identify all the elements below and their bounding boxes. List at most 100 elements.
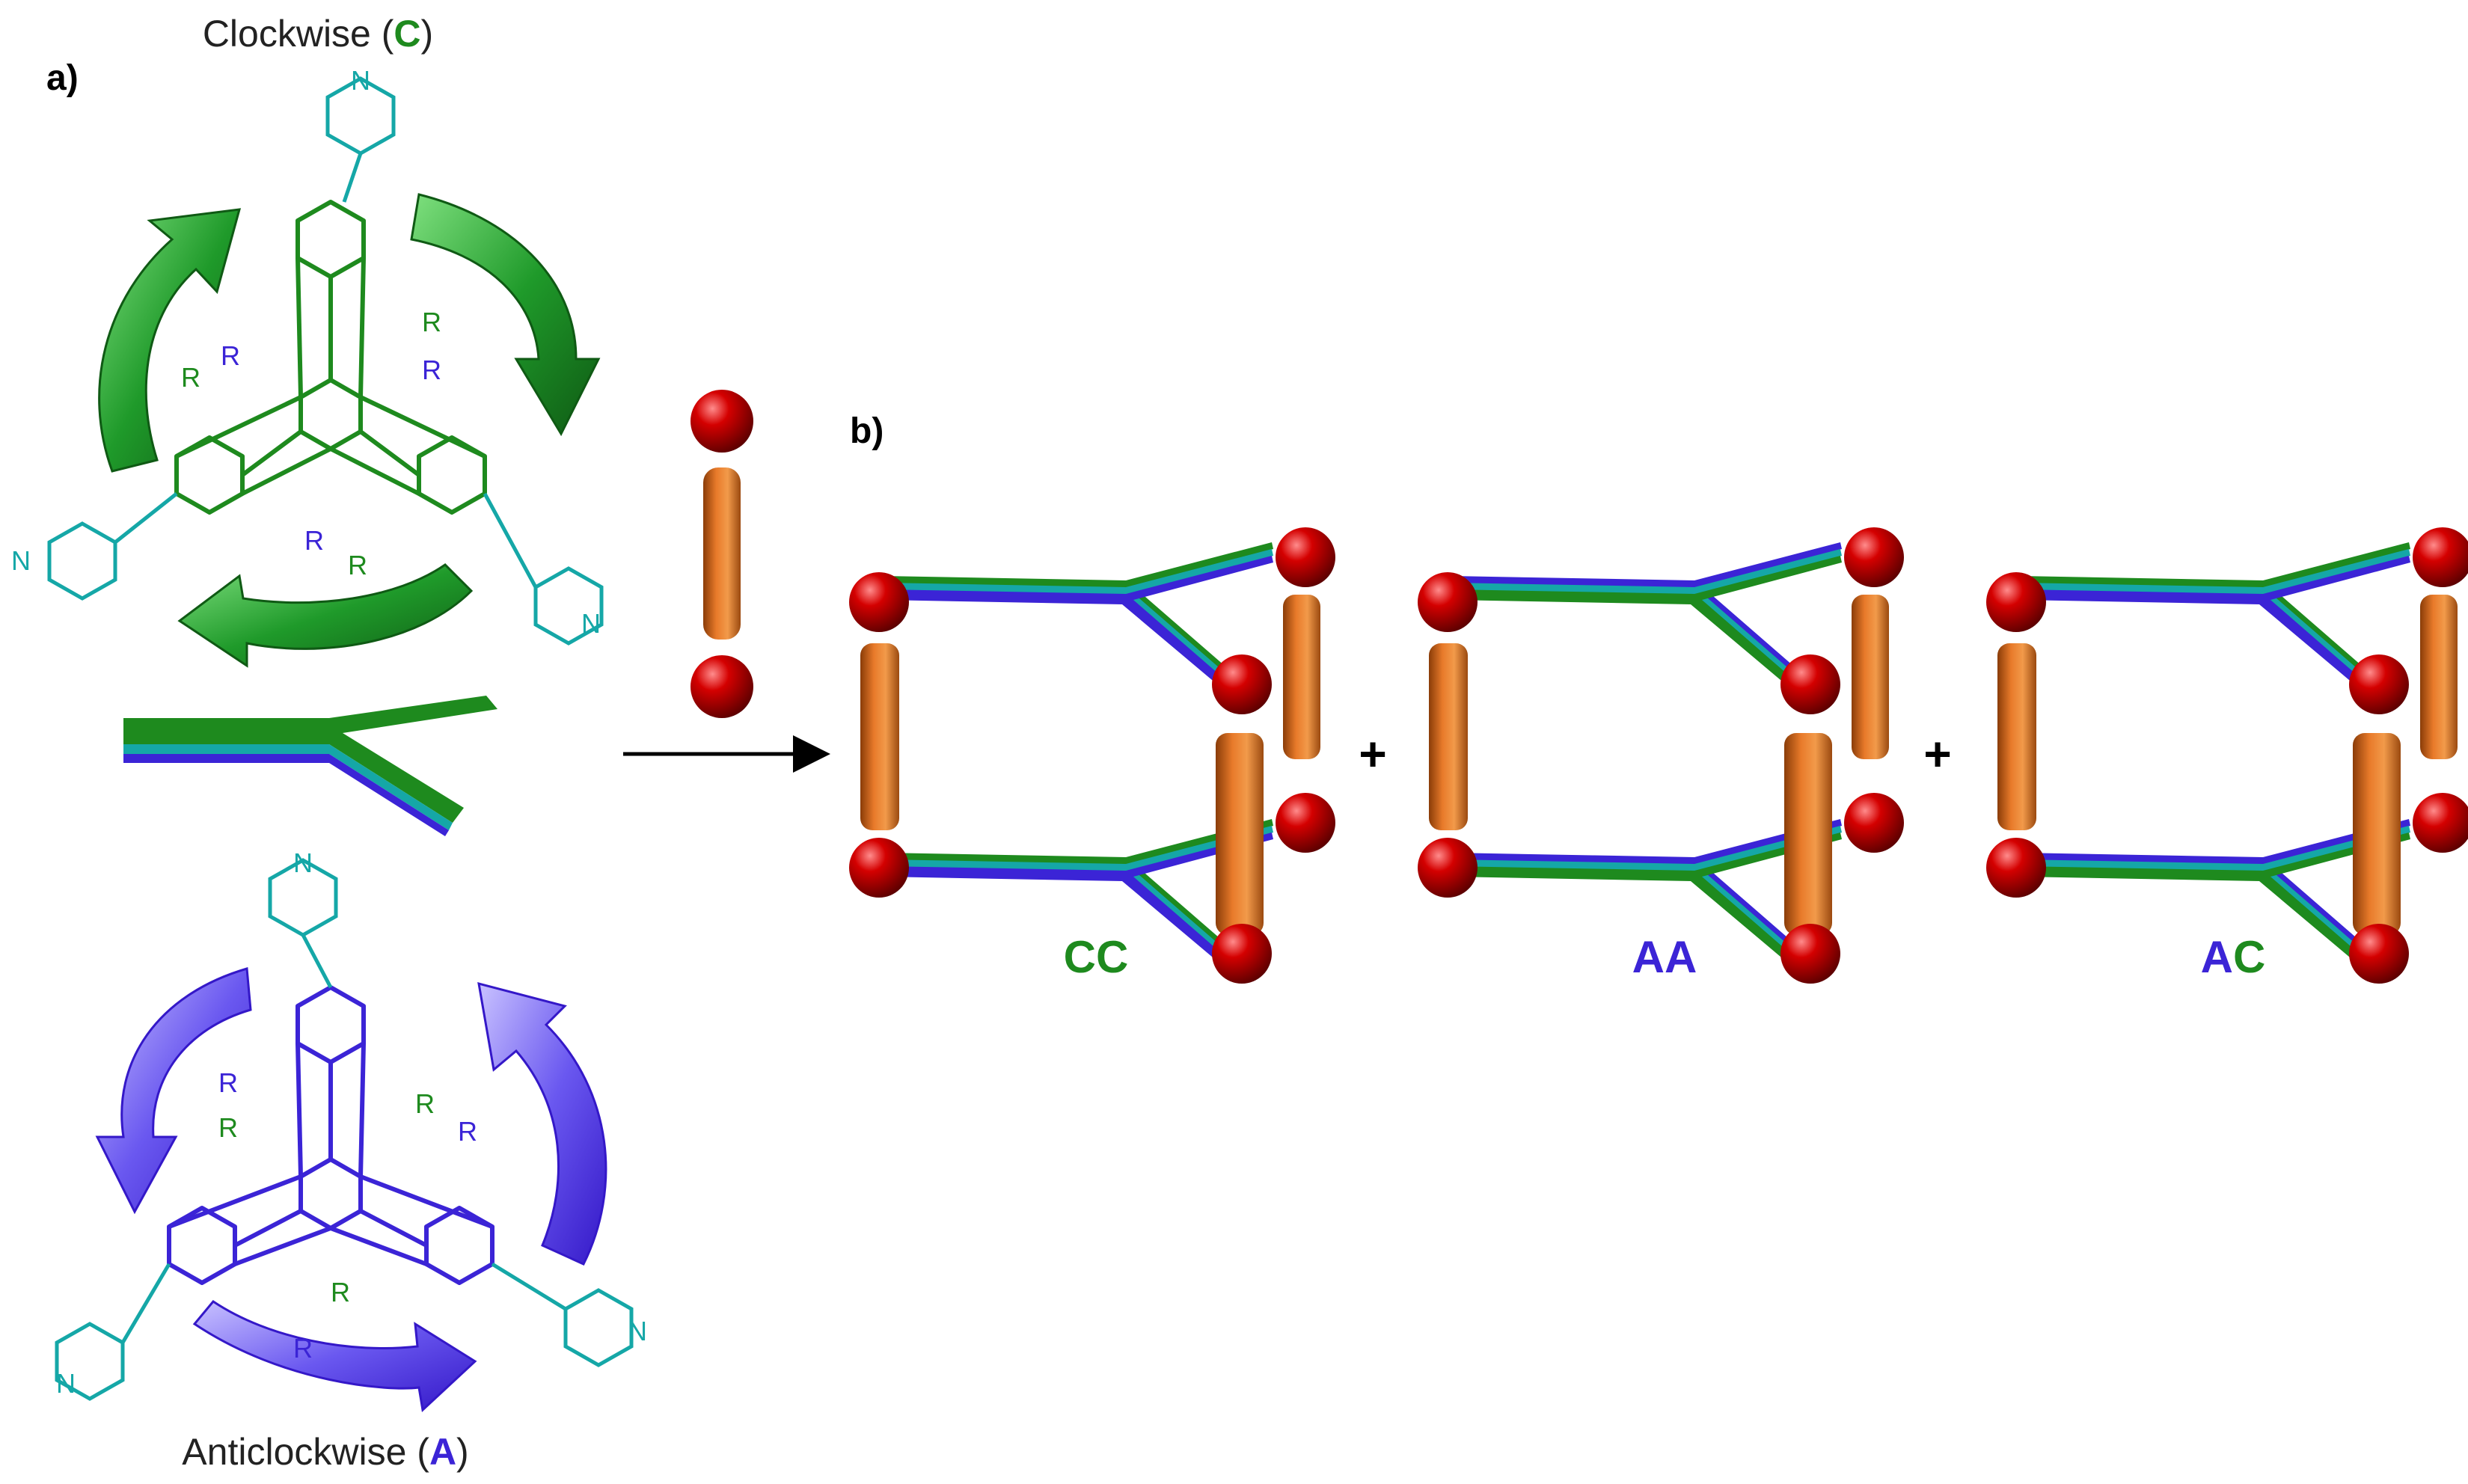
cage-label-first: A: [1632, 932, 1665, 982]
cage-sphere-bottom-right-back: [1276, 793, 1335, 853]
green-arrow-right: [410, 193, 601, 437]
cage-top-tripod-band-1: [1451, 549, 1842, 693]
cage-bottom-tripod-band-2: [2020, 833, 2410, 977]
clockwise-pyridines: [47, 76, 604, 646]
cage-bottom-tripod: [2020, 819, 2410, 977]
cage-left-rod: [1429, 643, 1468, 830]
anticlockwise-R-1: R: [218, 1067, 238, 1098]
clockwise-R-1: R: [181, 362, 200, 393]
cage-CC: CC: [849, 527, 1335, 984]
cage-label-first: C: [1064, 932, 1096, 982]
cage-bottom-tripod-band-1: [883, 826, 1273, 970]
cage-sphere-top-left: [1986, 572, 2046, 632]
cage-sphere-top-right-front: [2349, 654, 2409, 714]
cage-right-back-rod: [1852, 595, 1889, 759]
cage-sphere-bottom-left: [849, 838, 909, 898]
anticlockwise-R-4: R: [458, 1116, 477, 1147]
clockwise-molecule: [174, 200, 487, 515]
anticlockwise-arrows: [95, 967, 607, 1412]
cage-right-back-rod: [2420, 595, 2458, 759]
cage-sphere-bottom-right-back: [1844, 793, 1904, 853]
anticlockwise-R-6: R: [331, 1277, 350, 1307]
anticlockwise-letter: A: [429, 1431, 456, 1473]
clockwise-R-6: R: [348, 550, 367, 580]
clockwise-R-4: R: [422, 355, 441, 385]
clockwise-R-5: R: [304, 525, 324, 556]
cage-bottom-tripod-band-0: [2020, 819, 2410, 963]
cage-top-tripod-band-0: [2020, 542, 2410, 687]
cage-label: CC: [1064, 932, 1129, 982]
blue-arrow-left: [95, 967, 252, 1215]
clockwise-pyridine-N-right: N: [581, 608, 601, 639]
cage-sphere-top-right-back: [1276, 527, 1335, 587]
plus-sign-1: +: [1359, 727, 1386, 781]
cage-sphere-top-right-front: [1212, 654, 1272, 714]
clockwise-R-3: R: [422, 307, 441, 337]
plus-sign-2: +: [1923, 727, 1951, 781]
clockwise-letter: C: [394, 13, 420, 55]
anticlockwise-pyridine-N-top: N: [293, 847, 313, 878]
clockwise-pyridine-N-top: N: [351, 65, 370, 96]
cage-top-tripod-band-1: [2020, 549, 2410, 693]
anticlockwise-R-2: R: [218, 1112, 238, 1143]
cage-label-second: C: [1096, 932, 1128, 982]
anticlockwise-R-3: R: [415, 1088, 435, 1119]
anticlockwise-pyridines: [55, 858, 634, 1401]
cage-sphere-top-left: [849, 572, 909, 632]
ditopic-linker-symbol: [691, 390, 753, 718]
cage-bottom-tripod: [1451, 819, 1842, 977]
cage-label-second: C: [2233, 932, 2265, 982]
cage-sphere-bottom-left: [1418, 838, 1478, 898]
cage-sphere-top-right-front: [1780, 654, 1840, 714]
cage-sphere-top-left: [1418, 572, 1478, 632]
cage-right-front-rod: [1216, 733, 1264, 935]
cage-top-tripod-band-2: [1451, 556, 1842, 700]
panel-b-label: b): [850, 411, 884, 451]
clockwise-arrows: [98, 193, 601, 668]
blue-arrow-right: [477, 981, 607, 1266]
green-arrow-left: [98, 208, 242, 473]
cage-bottom-tripod-band-0: [883, 819, 1273, 963]
cage-top-tripod: [1451, 542, 1842, 700]
cage-top-tripod: [2020, 542, 2410, 700]
cage-sphere-bottom-left: [1986, 838, 2046, 898]
cage-top-tripod-band-1: [883, 549, 1273, 693]
clockwise-title: Clockwise (C): [203, 13, 433, 55]
cage-label-second: A: [1665, 932, 1697, 982]
clockwise-pyridine-N-left: N: [11, 545, 31, 576]
cage-bottom-tripod-band-0: [1451, 819, 1842, 963]
cage-sphere-top-right-back: [1844, 527, 1904, 587]
cage-AC: AC: [1986, 527, 2468, 984]
clockwise-R-2: R: [221, 340, 240, 371]
cage-bottom-tripod-band-2: [1451, 833, 1842, 977]
anticlockwise-title: Anticlockwise (A): [182, 1431, 468, 1473]
cage-label: AA: [1632, 932, 1697, 982]
cage-label: AC: [2201, 932, 2266, 982]
cage-right-front-rod: [1784, 733, 1832, 935]
blue-arrow-bottom: [192, 1300, 477, 1412]
cage-bottom-tripod-band-1: [1451, 826, 1842, 970]
cage-right-front-rod: [2353, 733, 2401, 935]
cage-bottom-tripod: [883, 819, 1273, 977]
panel-a-label: a): [46, 58, 79, 98]
cage-top-tripod: [883, 542, 1273, 700]
cage-left-rod: [1997, 643, 2036, 830]
cage-sphere-bottom-right-back: [2413, 793, 2468, 853]
tripod-linker-symbol: [123, 696, 497, 836]
cage-AA: AA: [1418, 527, 1904, 984]
cage-sphere-top-right-back: [2413, 527, 2468, 587]
cage-label-first: A: [2201, 932, 2233, 982]
anticlockwise-molecule: [167, 985, 494, 1285]
cage-right-back-rod: [1283, 595, 1320, 759]
anticlockwise-R-5: R: [293, 1333, 313, 1364]
cage-bottom-tripod-band-1: [2020, 826, 2410, 970]
anticlockwise-pyridine-N-left: N: [56, 1368, 76, 1399]
cage-top-tripod-band-0: [883, 542, 1273, 687]
cage-sphere-bottom-right-front: [1212, 924, 1272, 984]
cage-sphere-bottom-right-front: [2349, 924, 2409, 984]
cage-top-tripod-band-2: [2020, 556, 2410, 700]
cage-bottom-tripod-band-2: [883, 833, 1273, 977]
cage-top-tripod-band-0: [1451, 542, 1842, 687]
cage-left-rod: [860, 643, 899, 830]
